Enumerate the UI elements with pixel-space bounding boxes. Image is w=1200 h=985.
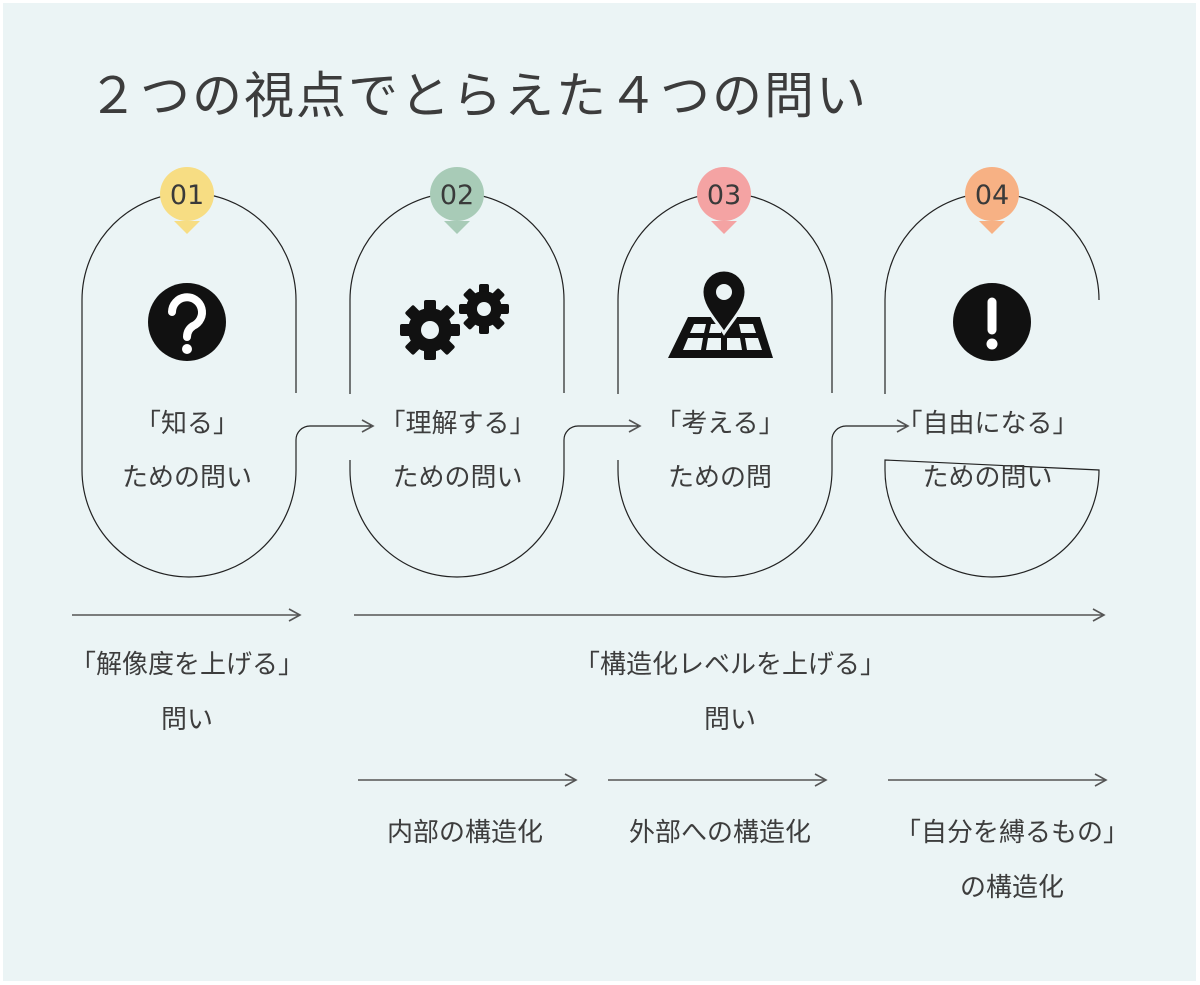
binding-label-line2: の構造化 — [959, 873, 1064, 903]
step-3-label-line1: 「考える」 — [655, 409, 785, 439]
question-circle-icon — [148, 283, 226, 361]
connector-arrow-2 — [563, 419, 642, 441]
svg-text:01: 01 — [170, 180, 204, 211]
step-frame-4 — [884, 192, 1100, 578]
resolution-label-line2: 問い — [160, 705, 213, 735]
step-badge-3: 03 — [697, 167, 751, 234]
background-panel — [3, 3, 1196, 981]
step-3-label-line2: ための問 — [667, 463, 772, 493]
step-badge-2: 02 — [430, 167, 484, 234]
step-badge-4: 04 — [965, 167, 1019, 234]
resolution-label-line1: 「解像度を上げる」 — [69, 650, 304, 680]
step-2-label-line2: ための問い — [392, 463, 523, 493]
exclamation-circle-icon — [953, 283, 1031, 361]
step-2-label-line1: 「理解する」 — [379, 409, 536, 439]
step-1-label-line1: 「知る」 — [134, 409, 239, 439]
gears-icon — [400, 284, 509, 360]
step-4-label-line2: ための問い — [922, 463, 1053, 493]
binding-label-line1: 「自分を縛るもの」 — [894, 818, 1129, 848]
connector-arrow-3 — [831, 419, 910, 441]
connector-arrow-1 — [295, 419, 375, 441]
structure-label-line2: 問い — [703, 705, 756, 735]
map-pin-icon — [668, 268, 773, 358]
step-frame-1 — [81, 192, 297, 578]
svg-text:02: 02 — [440, 180, 474, 211]
svg-text:04: 04 — [975, 180, 1009, 211]
external-structuring-label: 外部への構造化 — [628, 818, 811, 848]
internal-structuring-label: 内部の構造化 — [386, 818, 543, 848]
step-frame-3 — [617, 192, 833, 578]
svg-text:03: 03 — [707, 180, 741, 211]
step-4-label-line1: 「自由になる」 — [896, 409, 1079, 439]
step-frame-2 — [349, 192, 565, 578]
step-1-label-line2: ための問い — [121, 463, 252, 493]
step-badge-1: 01 — [160, 167, 214, 234]
structure-label-line1: 「構造化レベルを上げる」 — [573, 650, 886, 680]
page-title: ２つの視点でとらえた４つの問い — [88, 67, 868, 125]
